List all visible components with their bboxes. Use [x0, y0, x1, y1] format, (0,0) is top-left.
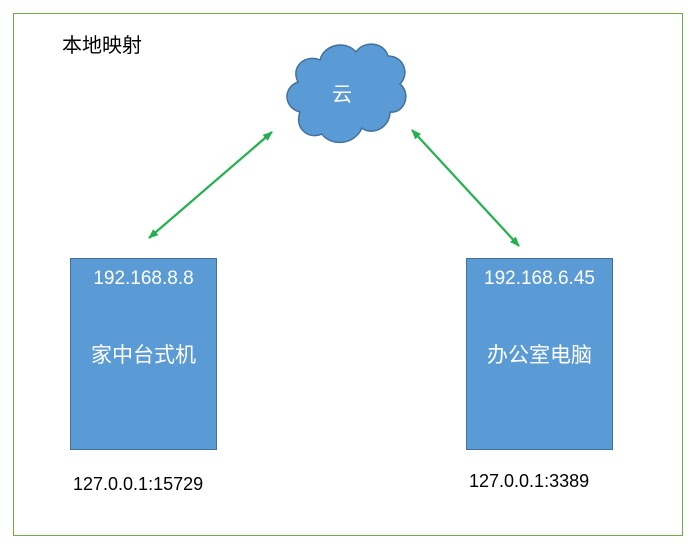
- mapping-home: 127.0.0.1:15729: [73, 474, 204, 494]
- mapping-office: 127.0.0.1:3389: [469, 471, 590, 491]
- node-office-name: 办公室电脑: [487, 343, 592, 367]
- node-home-ip: 192.168.8.8: [93, 268, 194, 289]
- node-office-ip: 192.168.6.45: [484, 268, 595, 289]
- node-office-pc: 192.168.6.45 办公室电脑: [466, 258, 613, 450]
- link-cloud-office: [411, 129, 520, 247]
- diagram-title: 本地映射: [62, 33, 142, 57]
- link-home-cloud: [148, 131, 273, 239]
- node-home-pc: 192.168.8.8 家中台式机: [70, 258, 217, 450]
- node-home-name: 家中台式机: [91, 343, 196, 367]
- cloud-shape: [286, 43, 407, 143]
- cloud-label: 云: [332, 82, 352, 106]
- diagram-frame: [13, 13, 683, 536]
